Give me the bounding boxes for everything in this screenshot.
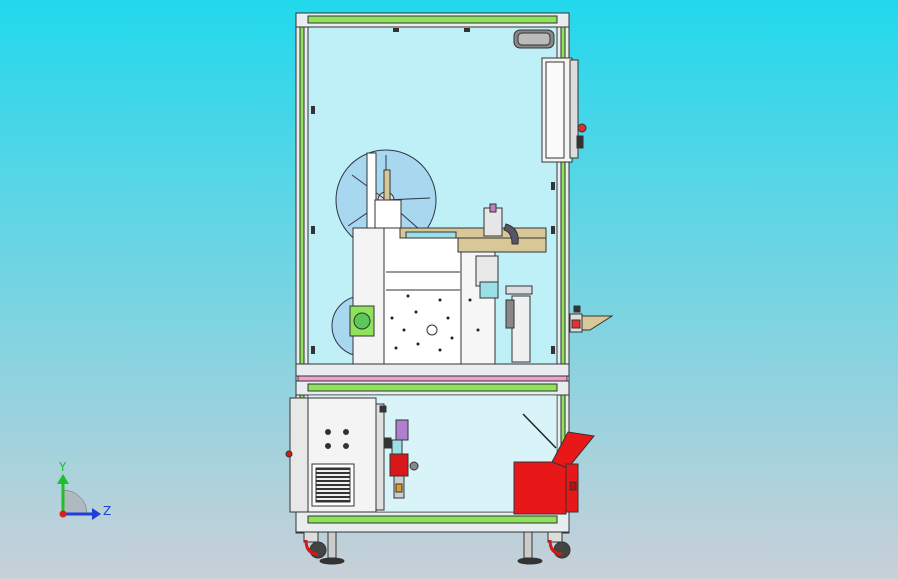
orientation-triad[interactable]: Y Z [57,460,111,520]
top-fan-unit [513,29,555,49]
waste-bin [513,413,595,515]
x-axis-origin [59,510,67,518]
side-tray [569,305,614,333]
machine-assembly[interactable] [285,12,614,565]
y-axis-label: Y [58,460,67,474]
side-control-box [541,57,587,163]
electrical-box [285,397,387,513]
z-axis-label: Z [103,504,111,518]
z-axis-arrow [92,508,101,520]
mid-rail [295,363,570,396]
casters [303,531,571,565]
pneumatic-regulator [384,419,419,499]
top-rail [295,12,570,28]
bottom-rail [295,511,570,533]
y-axis-arrow [57,474,69,484]
body-screw-dots [390,294,480,352]
labeling-head [399,203,547,363]
